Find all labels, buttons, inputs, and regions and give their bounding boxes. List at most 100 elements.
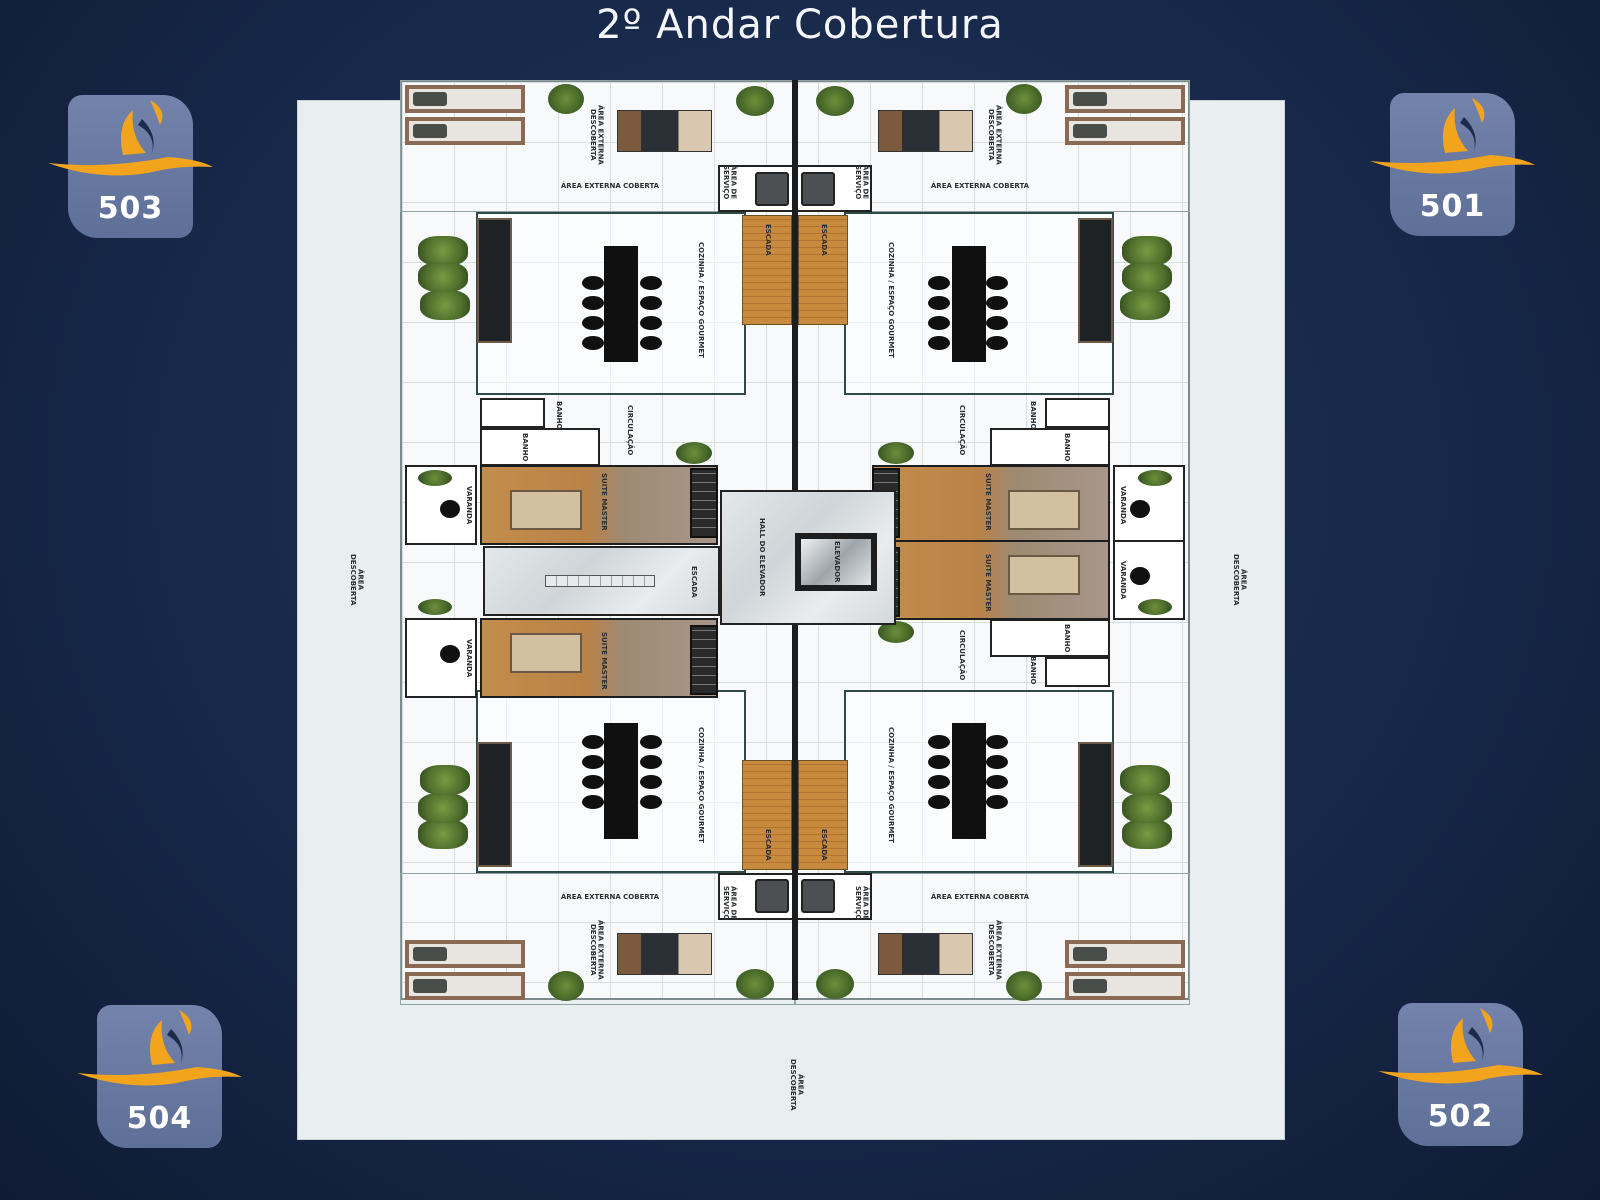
plant xyxy=(1006,971,1042,1001)
kitchen-gourmet-room xyxy=(476,690,746,873)
sun-lounger xyxy=(1065,972,1185,1000)
unit-number: 502 xyxy=(1427,1099,1494,1134)
unit-staircase xyxy=(798,760,848,870)
washing-machine xyxy=(801,172,835,206)
tree xyxy=(420,290,470,320)
chair xyxy=(928,336,950,350)
unit-staircase xyxy=(742,215,792,325)
chair xyxy=(928,795,950,809)
flame-swoosh-logo-icon xyxy=(77,1010,242,1086)
chair xyxy=(986,296,1008,310)
circulation-label: CIRCULAÇÃO xyxy=(957,629,966,681)
suite-label: SUITE MASTER xyxy=(599,473,608,531)
chair xyxy=(640,735,662,749)
chair xyxy=(582,276,604,290)
chair xyxy=(986,795,1008,809)
sun-lounger xyxy=(1065,940,1185,968)
flame-swoosh-logo-icon xyxy=(1370,98,1535,174)
tree xyxy=(1122,819,1172,849)
suite-label: SUITE MASTER xyxy=(599,632,608,690)
dining-table xyxy=(604,246,638,362)
tree xyxy=(418,262,468,292)
circulation-label: CIRCULAÇÃO xyxy=(957,404,966,456)
plant xyxy=(1138,470,1172,486)
chair xyxy=(986,336,1008,350)
outdoor-dining-set xyxy=(878,933,973,975)
wardrobe xyxy=(690,468,718,538)
unit-number: 501 xyxy=(1419,189,1486,224)
tree xyxy=(1120,765,1170,795)
chair xyxy=(582,735,604,749)
suite-label: SUITE MASTER xyxy=(983,554,992,612)
plant xyxy=(418,470,452,486)
kitchen-label: COZINHA / ESPAÇO GOURMET xyxy=(886,242,895,358)
plant xyxy=(736,86,774,116)
bathroom-label: BANHO xyxy=(1062,432,1071,462)
sun-lounger xyxy=(405,117,525,145)
outdoor-dining-set xyxy=(617,110,712,152)
chair xyxy=(928,316,950,330)
plant xyxy=(1138,599,1172,615)
chair xyxy=(928,755,950,769)
chair xyxy=(640,276,662,290)
varanda-table xyxy=(1130,500,1150,518)
chair xyxy=(582,316,604,330)
page-title: 2º Andar Cobertura xyxy=(596,2,1004,48)
unit-staircase xyxy=(798,215,848,325)
plant xyxy=(676,442,712,464)
washing-machine xyxy=(755,879,789,913)
plant xyxy=(1006,84,1042,114)
plant xyxy=(816,86,854,116)
area-descoberta-bottom-label: ÁREA DESCOBERTA xyxy=(789,1059,805,1111)
area-descoberta-right-label: ÁREA DESCOBERTA xyxy=(1232,554,1248,606)
exterior-covered-label: ÁREA EXTERNA COBERTA xyxy=(560,893,660,902)
outdoor-dining-set xyxy=(617,933,712,975)
outdoor-dining-set xyxy=(878,110,973,152)
bathroom-label: BANHO xyxy=(1028,400,1037,430)
bathroom-label: BANHO xyxy=(554,400,563,430)
staircase-label: ESCADA xyxy=(689,566,698,598)
sun-lounger xyxy=(405,940,525,968)
chair xyxy=(640,795,662,809)
stair-steps xyxy=(545,575,655,587)
party-wall xyxy=(792,625,798,1000)
bathroom-label: BANHO xyxy=(1062,623,1071,653)
tree xyxy=(1122,262,1172,292)
chair xyxy=(582,755,604,769)
varanda-table xyxy=(440,500,460,518)
exterior-covered-label: ÁREA EXTERNA COBERTA xyxy=(930,893,1030,902)
party-wall xyxy=(792,80,798,490)
bathroom xyxy=(1045,657,1110,687)
exterior-covered-label: ÁREA EXTERNA COBERTA xyxy=(930,182,1030,191)
bathroom-label: BANHO xyxy=(520,432,529,462)
tree xyxy=(1122,793,1172,823)
chair xyxy=(986,735,1008,749)
unit-stair-label: ESCADA xyxy=(763,224,772,256)
tree xyxy=(1120,290,1170,320)
varanda-table xyxy=(1130,567,1150,585)
chair xyxy=(986,316,1008,330)
hall-label: HALL DO ELEVADOR xyxy=(757,518,766,597)
bathroom xyxy=(480,398,545,428)
service-area-label: ÁREA DE SERVIÇO xyxy=(722,885,738,921)
sun-lounger xyxy=(405,85,525,113)
service-area-label: ÁREA DE SERVIÇO xyxy=(854,885,870,921)
suite-label: SUITE MASTER xyxy=(983,473,992,531)
washing-machine xyxy=(755,172,789,206)
dining-table xyxy=(952,246,986,362)
elevator-label: ELEVADOR xyxy=(832,541,841,583)
varanda xyxy=(1113,540,1185,620)
elevator xyxy=(795,533,877,591)
service-area-label: ÁREA DE SERVIÇO xyxy=(854,164,870,200)
unit-badge-501: 501 xyxy=(1370,93,1535,236)
bed xyxy=(510,490,582,530)
chair xyxy=(640,755,662,769)
bathroom xyxy=(990,428,1110,466)
chair xyxy=(986,276,1008,290)
tree xyxy=(420,765,470,795)
varanda-table xyxy=(440,645,460,663)
plant xyxy=(548,84,584,114)
kitchen-counter xyxy=(1078,218,1113,343)
kitchen-counter xyxy=(477,218,512,343)
chair xyxy=(640,296,662,310)
